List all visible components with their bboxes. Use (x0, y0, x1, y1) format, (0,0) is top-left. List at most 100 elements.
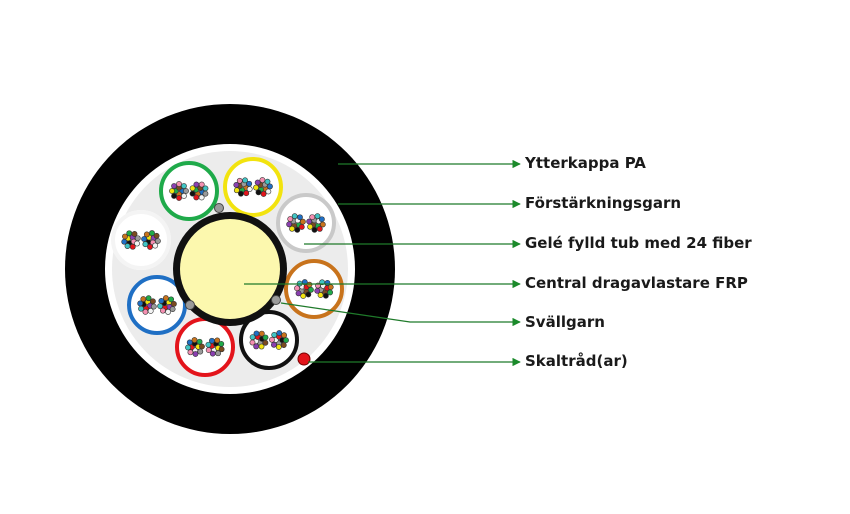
fiber (262, 339, 269, 346)
fiber (249, 339, 256, 346)
fiber (193, 181, 200, 188)
fiber (155, 238, 161, 244)
fiber (318, 216, 325, 223)
fiber-cluster (249, 330, 269, 350)
fiber (186, 339, 193, 346)
fiber (143, 231, 150, 238)
fiber (181, 193, 187, 199)
fiber (253, 343, 260, 350)
fiber (255, 189, 262, 196)
fiber (253, 184, 259, 191)
fiber-cluster (205, 337, 225, 357)
fiber (121, 238, 128, 245)
fiber (238, 190, 244, 197)
fiber (153, 232, 160, 239)
tube-wall (284, 259, 344, 319)
fiber (295, 290, 302, 297)
fiber (142, 241, 149, 248)
label-swelling-yarn: Svällgarn (525, 313, 605, 331)
fiber (131, 231, 138, 237)
fiber-cluster (137, 295, 157, 315)
fiber (291, 213, 298, 220)
fiber-cluster (169, 181, 189, 201)
fiber (253, 330, 260, 337)
fiber (205, 347, 212, 353)
fiber (134, 240, 140, 247)
fiber (176, 181, 182, 187)
fiber (141, 236, 147, 242)
fiber-cluster (269, 330, 289, 350)
tube-gel (175, 317, 235, 377)
label-outer-jacket: Ytterkappa PA (525, 154, 646, 172)
fiber (209, 337, 215, 344)
tube-gel (223, 157, 283, 217)
fiber-cluster (185, 337, 205, 357)
fiber (192, 351, 199, 357)
fiber (271, 341, 277, 348)
fiber-cluster (306, 213, 326, 233)
fiber (294, 226, 301, 233)
fiber (218, 346, 225, 353)
tube-gel (111, 210, 171, 270)
fiber (158, 297, 165, 304)
fiber (243, 190, 250, 197)
fiber (306, 281, 313, 288)
fiber-cluster (233, 177, 253, 197)
swelling-yarn (185, 300, 195, 310)
fiber (193, 194, 200, 201)
fiber (147, 244, 153, 250)
fiber (137, 300, 144, 307)
fiber (297, 214, 303, 221)
fiber (134, 235, 141, 242)
fiber (246, 180, 253, 187)
fiber (264, 178, 271, 185)
fiber (259, 177, 266, 183)
fiber (289, 225, 295, 232)
fiber-cluster (157, 295, 177, 315)
fiber (152, 242, 159, 249)
central-member-frp (180, 219, 280, 319)
tube-wall (159, 161, 219, 221)
fiber-cluster (253, 177, 273, 197)
fiber (122, 233, 128, 240)
fiber (327, 284, 334, 291)
fiber (262, 334, 269, 341)
fiber (145, 295, 152, 302)
fiber (157, 303, 163, 309)
fiber (311, 226, 318, 233)
fiber (314, 287, 321, 294)
tube-yellow (223, 157, 283, 217)
fiber-cluster (189, 181, 209, 201)
fiber (265, 188, 272, 195)
fiber (205, 341, 212, 348)
label-reinforcement-yarn: Förstärkningsgarn (525, 194, 682, 212)
fiber (327, 289, 333, 296)
tube-wall (111, 210, 171, 270)
fiber (319, 221, 326, 228)
fiber (181, 183, 187, 189)
fiber (199, 343, 205, 350)
fiber (197, 348, 204, 355)
fiber (149, 230, 155, 236)
swelling-yarn (271, 295, 281, 305)
fiber (317, 292, 324, 298)
fiber (202, 185, 209, 192)
fiber (233, 182, 240, 188)
fiber (269, 336, 275, 343)
fiber (168, 296, 175, 303)
fiber (300, 293, 307, 299)
fiber (215, 350, 221, 357)
fiber-cluster (286, 213, 306, 233)
fiber (308, 286, 314, 293)
fiber (260, 191, 267, 197)
fiber (126, 230, 133, 237)
fiber (281, 332, 287, 339)
fiber (314, 213, 321, 220)
fiber (283, 337, 289, 344)
fiber-cluster (121, 230, 141, 250)
fiber (129, 243, 136, 250)
fiber (294, 285, 300, 292)
label-central-member: Central dragavlastare FRP (525, 274, 748, 292)
fiber (198, 181, 205, 188)
